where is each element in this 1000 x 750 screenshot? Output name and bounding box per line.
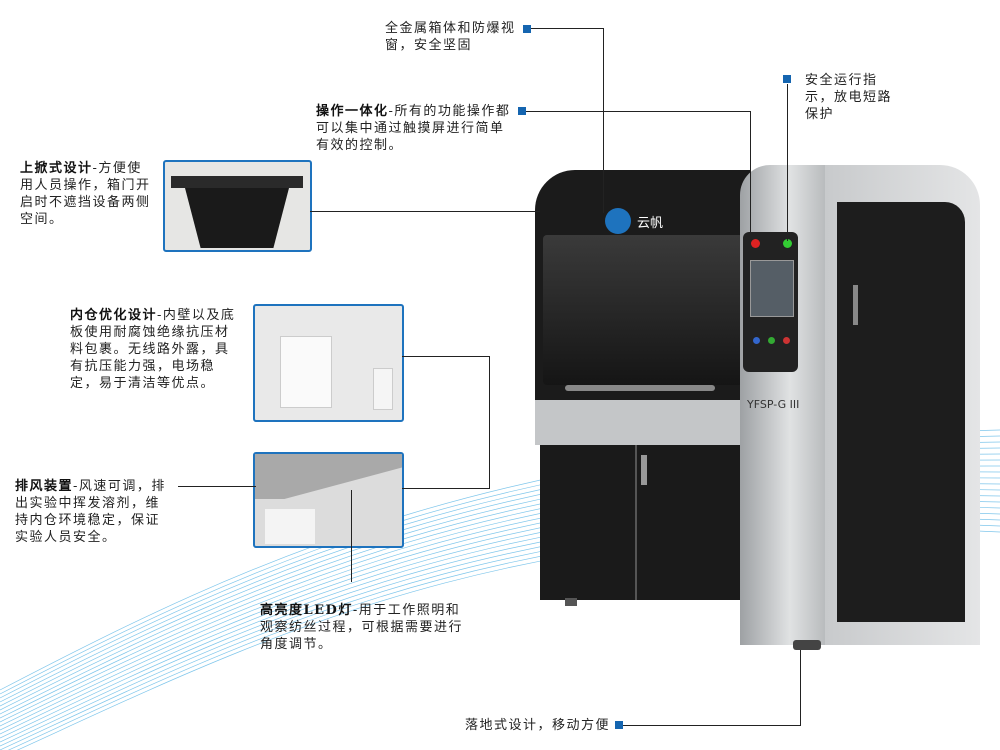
leader-line <box>351 490 352 582</box>
photo-inner-chamber <box>253 304 404 422</box>
photo-exhaust <box>253 452 404 548</box>
leader-line <box>489 356 490 489</box>
callout-safety: 安全运行指示，放电短路保护 <box>805 73 893 122</box>
logo <box>605 208 631 234</box>
green-button[interactable] <box>768 337 775 344</box>
callout-lift-lid: 上掀式设计-方便使用人员操作，箱门开启时不遮挡设备两侧空间。 <box>20 161 151 227</box>
leader-line <box>603 28 604 213</box>
leader-line <box>750 111 751 241</box>
leader-line <box>178 486 256 487</box>
window-handle[interactable] <box>565 385 715 391</box>
wheel <box>565 598 577 606</box>
brand-name: 云帆 <box>637 216 664 231</box>
callout-inner: 内仓优化设计-内壁以及底板使用耐腐蚀绝缘抗压材料包裹。无线路外露，具有抗压能力强… <box>70 308 236 391</box>
cabinet-handle[interactable] <box>641 455 647 485</box>
callout-integrated: 操作一体化-所有的功能操作都可以集中通过触摸屏进行简单有效的控制。 <box>316 104 511 153</box>
leader-line <box>623 725 801 726</box>
cabinet-divider <box>635 445 637 600</box>
bullet-icon <box>523 25 531 33</box>
leader-line <box>402 356 490 357</box>
red-indicator-icon <box>751 239 760 248</box>
viewing-window <box>543 235 743 385</box>
callout-metal-body: 全金属箱体和防爆视窗，安全坚固 <box>385 21 516 53</box>
leader-line <box>310 211 540 212</box>
callout-led: 高亮度LED灯-用于工作照明和观察纺丝过程，可根据需要进行角度调节。 <box>260 603 464 652</box>
touch-screen[interactable] <box>750 260 794 317</box>
bullet-icon <box>783 75 791 83</box>
photo-lift-lid <box>163 160 312 252</box>
blue-button[interactable] <box>753 337 760 344</box>
leader-line <box>787 84 788 241</box>
leader-line <box>402 488 490 489</box>
machine-silver-band <box>535 400 750 445</box>
machine: 云帆 YFSP-G III <box>535 160 980 660</box>
leader-line <box>531 28 604 29</box>
control-panel <box>743 232 798 372</box>
wheel <box>793 640 821 650</box>
callout-floor: 落地式设计，移动方便 <box>465 718 611 733</box>
model-label: YFSP-G III <box>747 398 800 411</box>
red-button[interactable] <box>783 337 790 344</box>
bullet-icon <box>615 721 623 729</box>
bullet-icon <box>518 107 526 115</box>
green-indicator-icon <box>783 239 792 248</box>
leader-line <box>800 650 801 726</box>
right-door-handle[interactable] <box>853 285 858 325</box>
right-unit-door <box>837 202 965 622</box>
callout-exhaust: 排风装置-风速可调，排出实验中挥发溶剂，维持内仓环境稳定，保证实验人员安全。 <box>15 479 166 545</box>
leader-line <box>526 111 751 112</box>
